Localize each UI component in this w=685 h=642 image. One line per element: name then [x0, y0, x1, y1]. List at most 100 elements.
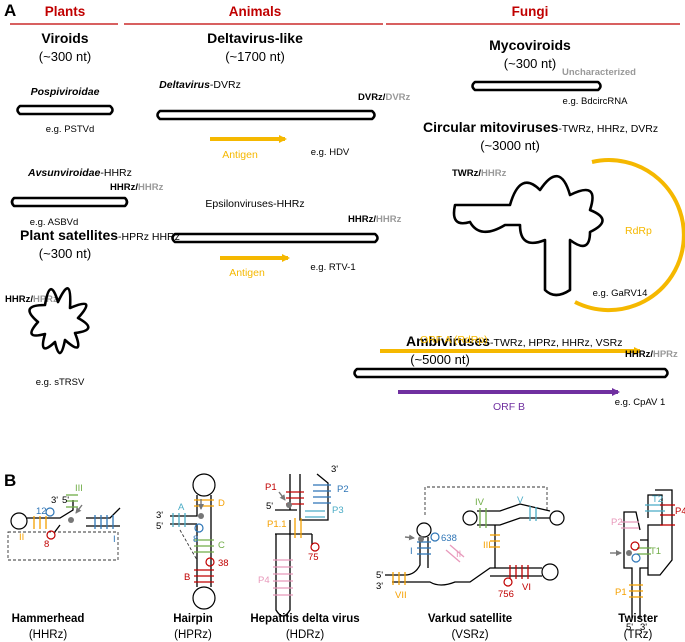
caption-hairpin-abbr: (HPRz): [174, 629, 212, 641]
ambi-orfb: ORF B: [493, 401, 525, 413]
avsun-example: e.g. ASBVd: [30, 217, 79, 228]
tw-backbone: [623, 489, 673, 618]
vs-stem-iii: [490, 534, 500, 548]
vs-label-vii: VII: [395, 590, 407, 601]
vs-cleave-arrow: [404, 534, 415, 541]
hdv-label-p1: P1: [265, 482, 277, 493]
vs-5prime: 5': [376, 570, 383, 581]
hdv-stem-p4: [273, 559, 293, 596]
hdv-label-p3: P3: [332, 505, 344, 516]
hdv-label-p2: P2: [337, 484, 349, 495]
viroids-group: Viroids (~300 nt) Pospiviroidae e.g. PST…: [10, 30, 164, 228]
vs-structure: 638 756 I II III IV V VI VII 5' 3': [376, 486, 565, 601]
vs-stem-vi: [509, 565, 529, 579]
tw-label-p4: P4: [675, 506, 685, 517]
vs-loop-right: [549, 510, 565, 526]
delta-rod: [156, 109, 376, 121]
mito-size: (~3000 nt): [480, 138, 540, 153]
pospi-rod: [16, 104, 114, 116]
hp-n38: 38: [218, 558, 229, 569]
tw-stem-p2: [621, 521, 639, 529]
header-animals: Animals: [229, 4, 282, 19]
ribozyme-captions: Hammerhead (HHRz) Hairpin (HPRz) Hepatit…: [12, 613, 659, 641]
caption-twister-abbr: (TRz): [624, 629, 653, 641]
hh-n8: 8: [44, 539, 49, 550]
ambi-tag: HHRz/HPRz: [625, 349, 678, 360]
hdv-label-p11: P1.1: [267, 519, 287, 530]
delta-tag: DVRz/DVRz: [358, 92, 411, 103]
hp-5prime: 5': [156, 521, 163, 532]
hdv-label-p4: P4: [258, 575, 270, 586]
panel-a-label: A: [4, 1, 16, 20]
hh-stem-ii: [33, 516, 47, 529]
hh-label-iii: III: [75, 483, 83, 494]
tw-stem-p1: [629, 584, 643, 598]
vs-label-iii: III: [483, 540, 491, 551]
hdv-3prime: 3': [331, 464, 338, 475]
mito-example: e.g. GaRV14: [593, 288, 648, 299]
viroids-title: Viroids: [41, 30, 88, 46]
hdv-stem-p11: [294, 518, 302, 538]
hh-label-ii: II: [19, 532, 24, 543]
plant-sat-example: e.g. sTRSV: [36, 377, 85, 388]
hp-cleave-site: [198, 513, 204, 519]
hp-label-c: C: [218, 540, 225, 551]
delta-antigen: Antigen: [222, 149, 258, 161]
pospi-example: e.g. PSTVd: [46, 124, 95, 135]
hdv-n75-circle: [310, 542, 320, 552]
hairpin-structure: 8 38 A D C B 3' 5': [156, 473, 229, 610]
header-fungi: Fungi: [512, 4, 549, 19]
avsun-family: Avsunviroidae-HHRz: [27, 167, 132, 179]
header-plants: Plants: [45, 4, 86, 19]
plant-sat-size: (~300 nt): [39, 246, 91, 261]
panel-b-label: B: [4, 471, 16, 490]
epsilon-group: Epsilonviruses-HHRz HHRz/HHRz Antigen e.…: [171, 198, 402, 279]
delta-title: Deltavirus-like: [207, 30, 303, 46]
avsun-rod: [10, 196, 129, 208]
tw-stem-p4: [660, 504, 675, 526]
tw-stem-t1: [637, 547, 651, 555]
hp-label-d: D: [218, 498, 225, 509]
caption-hdv-name: Hepatitis delta virus: [250, 613, 359, 625]
vs-label-ii: II: [456, 549, 461, 560]
ambivirus-group: Ambiviruses-TWRz, HPRz, HHRz, VSRz (~500…: [353, 333, 678, 413]
hh-cleave-arrow: [75, 504, 83, 514]
vs-n638: 638: [441, 533, 457, 544]
mitovirus-group: Circular mitoviruses-TWRz, HHRz, DVRz (~…: [423, 119, 685, 313]
mito-title: Circular mitoviruses-TWRz, HHRz, DVRz: [423, 119, 658, 135]
vs-stem-ii: [445, 544, 465, 563]
hh-n12: 12: [36, 506, 47, 517]
hh-3prime: 3': [51, 495, 58, 506]
hdv-5prime: 5': [266, 501, 273, 512]
hdv-n75: 75: [308, 552, 319, 563]
hh-stem-i: [94, 515, 114, 529]
caption-vs-abbr: (VSRz): [451, 629, 488, 641]
hp-label-a: A: [178, 502, 185, 513]
tw-label-p1: P1: [615, 587, 627, 598]
epsilon-antigen: Antigen: [229, 267, 265, 279]
delta-family: Deltavirus-DVRz: [159, 79, 241, 91]
plant-sat-title: Plant satellites-HPRz HHRz: [20, 227, 180, 243]
hdv-cleave-arrow: [278, 491, 286, 501]
mito-structure: [452, 174, 604, 297]
epsilon-rod: [171, 232, 379, 244]
caption-hammerhead-name: Hammerhead: [12, 613, 85, 625]
vs-stem-vii: [392, 572, 406, 585]
hp-backbone: [170, 495, 212, 587]
myco-example: e.g. BdcircRNA: [563, 96, 629, 107]
mito-tag: TWRz/HHRz: [452, 168, 507, 179]
vs-stem-iv: [479, 508, 487, 528]
hp-stem-c: [194, 539, 214, 553]
hp-loop-bottom: [192, 586, 216, 610]
mito-rdrp: RdRp: [625, 225, 652, 237]
hp-n38-circle: [205, 557, 215, 567]
hdv-cleave-site: [286, 502, 292, 508]
vs-n756-circle: [503, 577, 513, 587]
ambi-orfa: ORF A (RdRp): [420, 334, 488, 346]
myco-title: Mycoviroids: [489, 37, 571, 53]
vs-n638-circle: [430, 532, 440, 542]
vs-n756: 756: [498, 589, 514, 600]
hdv-structure: 75 P1 P1.1 P2 P3 P4 3' 5': [258, 464, 349, 617]
myco-rod: [471, 80, 602, 92]
